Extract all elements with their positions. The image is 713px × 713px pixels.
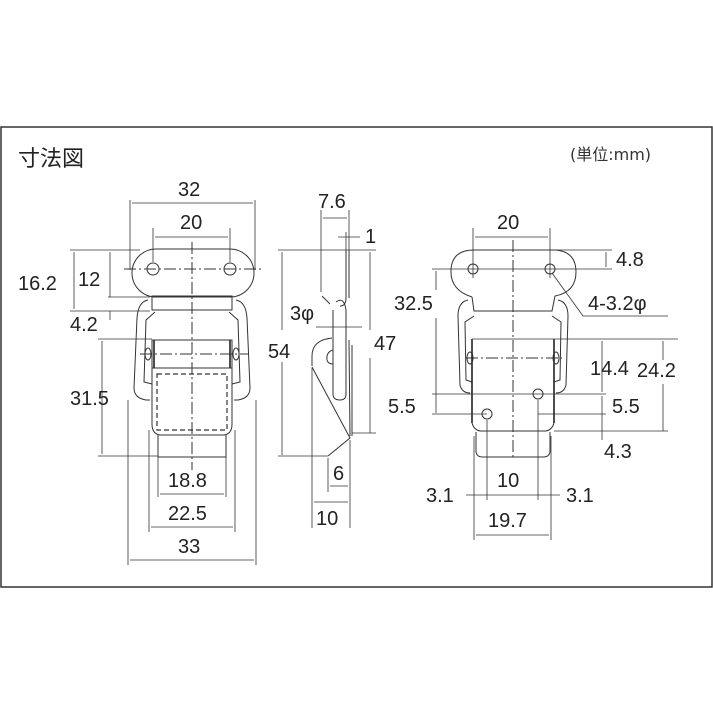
dim-hole-spec: 4-3.2φ — [588, 293, 647, 315]
dim-overall-height: 54 — [268, 341, 290, 363]
catch-view: 20 4.8 4-3.2φ 32.5 14.4 24.2 5.5 5.5 4.3 — [388, 212, 678, 540]
dim-wire-diameter: 3φ — [290, 303, 314, 325]
dim-hole-pitch: 20 — [180, 212, 202, 234]
front-view: 32 20 16.2 12 4.2 31.5 18.8 22.5 — [18, 179, 262, 565]
dim-top-offset: 7.6 — [318, 191, 346, 213]
dim-body-height: 47 — [374, 333, 396, 355]
dim-thickness: 1 — [365, 226, 376, 248]
drawing-frame — [0, 126, 713, 588]
dim-hinge-to-bottom: 24.2 — [637, 360, 676, 382]
unit-label: (単位:mm) — [570, 145, 651, 164]
dim-overall-width-top: 32 — [178, 179, 200, 201]
dim-hook-inner-width: 18.8 — [168, 470, 207, 492]
dim-lip-depth: 6 — [333, 463, 344, 485]
dim-plate-height: 16.2 — [18, 273, 57, 295]
dim-hook-height: 31.5 — [70, 388, 109, 410]
dim-hinge-to-hole: 14.4 — [590, 358, 629, 380]
dim-edge-right: 3.1 — [566, 485, 594, 507]
dim-hole-pitch-lower: 10 — [497, 470, 519, 492]
dim-overall-depth: 10 — [316, 508, 338, 530]
side-view: 7.6 1 3φ 54 47 6 10 — [268, 191, 396, 530]
dim-height-to-holes: 32.5 — [394, 293, 433, 315]
dim-edge-left: 3.1 — [426, 485, 454, 507]
dim-overall-width-bottom: 33 — [178, 536, 200, 558]
dim-lower-hole-right: 5.5 — [612, 396, 640, 418]
dim-bottom-margin: 4.3 — [604, 441, 632, 463]
dim-plate-width: 19.7 — [488, 510, 527, 532]
dim-lower-hole-left: 5.5 — [388, 396, 416, 418]
dim-hole-to-base: 12 — [78, 269, 100, 291]
dim-catch-hole-pitch: 20 — [497, 212, 519, 234]
dim-gap: 4.2 — [70, 314, 98, 336]
dim-hook-outer-width: 22.5 — [168, 503, 207, 525]
drawing-title: 寸法図 — [18, 147, 84, 172]
dim-hole-offset: 4.8 — [616, 249, 644, 271]
